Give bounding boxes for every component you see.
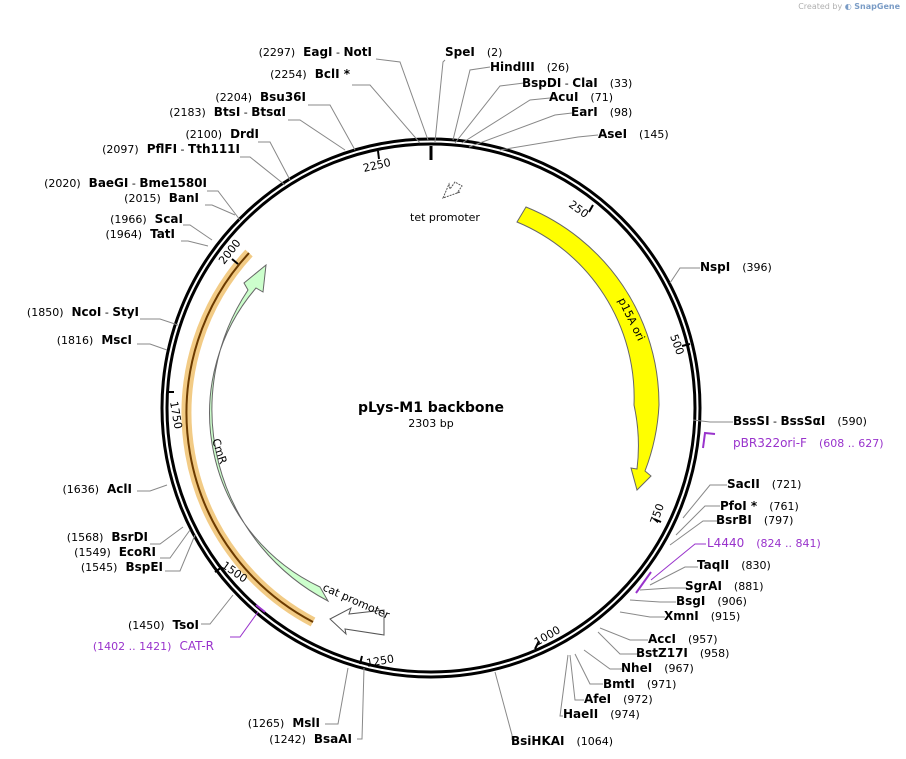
enzyme-label[interactable]: (1450)TsoI xyxy=(128,618,199,632)
enzyme-label[interactable]: BspDI - ClaI(33) xyxy=(522,76,632,90)
enzyme-label[interactable]: (1850)NcoI - StyI xyxy=(27,305,139,319)
enzyme-label[interactable]: XmnI(915) xyxy=(664,609,740,623)
ruler-label-750: 750 xyxy=(648,502,667,526)
backbone-outer-ring xyxy=(160,137,702,679)
feature-cat-orf-highlight xyxy=(181,249,316,627)
ruler-label-1750: 1750 xyxy=(167,400,185,430)
ruler-label-250: 250 xyxy=(566,198,591,221)
backbone-inner-ring xyxy=(165,142,697,674)
primer-labels: pBR322ori-F(608 .. 627) L4440(824 .. 841… xyxy=(93,436,884,653)
feature-cmr-arrow[interactable] xyxy=(209,263,330,603)
enzyme-label[interactable]: HaeII(974) xyxy=(563,707,640,721)
enzyme-label[interactable]: EarI(98) xyxy=(571,105,632,119)
credit-prefix: Created by xyxy=(798,2,843,11)
enzyme-label[interactable]: SgrAI(881) xyxy=(685,579,764,593)
enzyme-label[interactable]: (1964)TatI xyxy=(105,227,175,241)
enzyme-label[interactable]: PfoI *(761) xyxy=(720,499,799,513)
enzyme-label[interactable]: AccI(957) xyxy=(648,632,718,646)
primer-label-l4440[interactable]: L4440(824 .. 841) xyxy=(707,536,821,550)
enzyme-label[interactable]: HindIII(26) xyxy=(490,60,569,74)
ruler-ticks xyxy=(167,150,691,665)
enzyme-label[interactable]: (1545)BspEI xyxy=(81,560,163,574)
enzyme-label[interactable]: (1549)EcoRI xyxy=(74,545,156,559)
enzyme-label[interactable]: (2015)BanI xyxy=(124,191,199,205)
enzyme-label[interactable]: BsiHKAI(1064) xyxy=(511,734,613,748)
enzyme-label[interactable]: BstZ17I(958) xyxy=(636,646,729,660)
enzyme-label[interactable]: BssSI - BssSαI(590) xyxy=(733,414,867,428)
enzyme-label[interactable]: (2204)Bsu36I xyxy=(215,90,306,104)
connector-lines xyxy=(137,58,733,740)
enzyme-label[interactable]: TaqII(830) xyxy=(697,558,771,572)
feature-p15a-ori-arrow[interactable] xyxy=(516,206,660,491)
ruler-label-1250: 1250 xyxy=(365,652,395,670)
feature-cat-orf-line xyxy=(185,252,314,623)
enzyme-label[interactable]: (1816)MscI xyxy=(57,333,132,347)
primer-label-cat-r[interactable]: (1402 .. 1421)CAT-R xyxy=(93,639,214,653)
plasmid-name: pLys-M1 backbone xyxy=(358,400,504,416)
enzyme-label[interactable]: NheI(967) xyxy=(621,661,694,675)
primer-markers xyxy=(230,431,716,638)
enzyme-label[interactable]: BmtI(971) xyxy=(603,677,676,691)
enzyme-label[interactable]: NspI(396) xyxy=(700,260,772,274)
feature-tet-promoter-arrow[interactable] xyxy=(442,181,463,199)
ruler-label-2250: 2250 xyxy=(362,156,392,175)
enzyme-label[interactable]: (1636)AclI xyxy=(62,482,132,496)
feature-label-tet-promoter: tet promoter xyxy=(410,211,480,224)
enzyme-label[interactable]: (2100)DrdI xyxy=(185,127,259,141)
enzyme-label[interactable]: (2183)BtsI - BtsαI xyxy=(169,105,286,119)
enzyme-label[interactable]: BsrBI(797) xyxy=(716,513,793,527)
enzyme-label[interactable]: AseI(145) xyxy=(598,127,669,141)
enzyme-labels-right: SpeI(2) HindIII(26) BspDI - ClaI(33) Acu… xyxy=(445,45,867,748)
enzyme-label[interactable]: SpeI(2) xyxy=(445,45,502,59)
feature-cat-promoter-arrow[interactable] xyxy=(329,606,385,636)
enzyme-label[interactable]: (2020)BaeGI - Bme1580I xyxy=(44,176,207,190)
plasmid-size: 2303 bp xyxy=(408,417,453,430)
enzyme-label[interactable]: (1265)MslI xyxy=(248,716,320,730)
enzyme-label[interactable]: BsgI(906) xyxy=(676,594,747,608)
enzyme-label[interactable]: AcuI(71) xyxy=(549,90,613,104)
snapgene-credit: Created by ◐ SnapGene xyxy=(798,2,900,11)
credit-brand: SnapGene xyxy=(854,2,900,11)
snapgene-logo-icon: ◐ xyxy=(844,2,852,11)
enzyme-label[interactable]: (1966)ScaI xyxy=(110,212,183,226)
enzyme-label[interactable]: (2297)EagI - NotI xyxy=(259,45,372,59)
feature-label-cmr: CmR xyxy=(209,437,230,466)
enzyme-label[interactable]: AfeI(972) xyxy=(584,692,653,706)
enzyme-label[interactable]: (1242)BsaAI xyxy=(269,732,352,746)
primer-label-pbr322ori-f[interactable]: pBR322ori-F(608 .. 627) xyxy=(733,436,884,450)
enzyme-label[interactable]: (2097)PflFI - Tth111I xyxy=(102,142,240,156)
enzyme-label[interactable]: SacII(721) xyxy=(727,477,801,491)
enzyme-labels-left: (2297)EagI - NotI (2254)BclI * (2204)Bsu… xyxy=(27,45,372,746)
enzyme-label[interactable]: (2254)BclI * xyxy=(270,67,351,81)
enzyme-label[interactable]: (1568)BsrDI xyxy=(67,530,148,544)
